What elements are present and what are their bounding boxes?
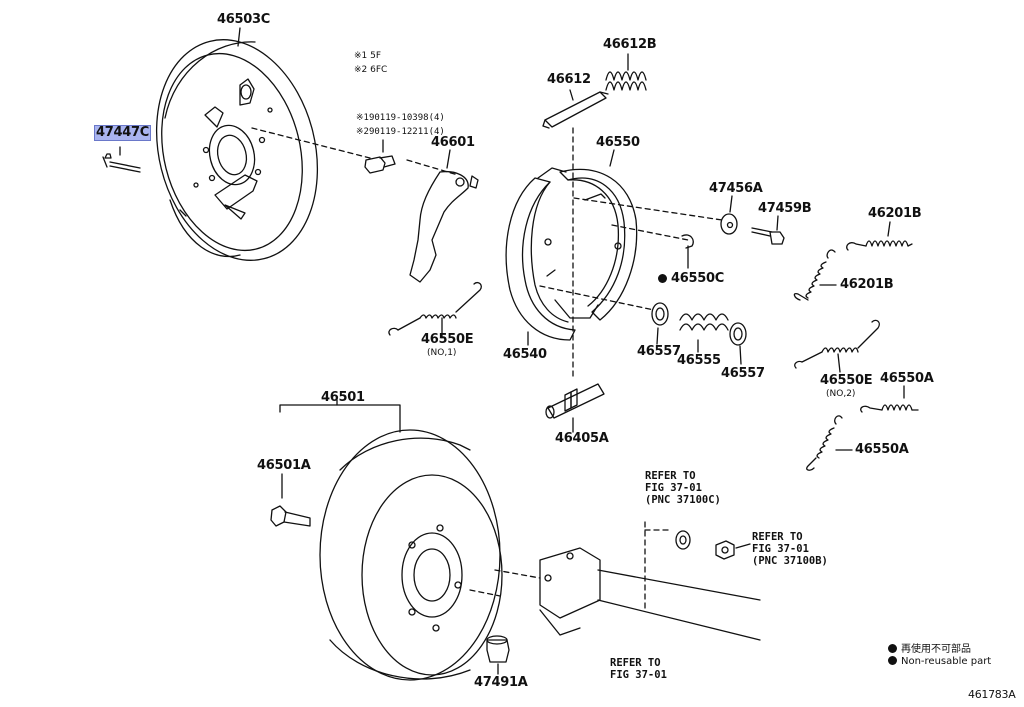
plug-47491A-drawing (486, 635, 510, 675)
bolt-90119-drawing (364, 139, 396, 174)
refer-line: (PNC 37100B) (752, 555, 828, 567)
spring-46550E-2-drawing (794, 319, 880, 373)
bolt-47447C-drawing (102, 146, 141, 173)
nut-37100B-drawing (715, 540, 751, 560)
refer-block-shaft[interactable]: REFER TO FIG 37-01 (610, 657, 667, 681)
refer-block-37100B[interactable]: REFER TO FIG 37-01 (PNC 37100B) (752, 531, 828, 567)
refer-line: REFER TO (645, 470, 696, 482)
part-label-46550C-text: 46550C (671, 271, 724, 286)
spring-46201B-lower-drawing (793, 249, 837, 301)
refer-line: (PNC 37100C) (645, 494, 721, 506)
part-label-46405A[interactable]: 46405A (555, 431, 609, 446)
brake-shoes-drawing (505, 149, 638, 341)
non-reusable-bullet (658, 274, 667, 283)
part-label-47447C[interactable]: 47447C (94, 125, 151, 141)
part-label-46550E-2[interactable]: 46550E (820, 373, 873, 388)
part-label-46550A-lower[interactable]: 46550A (855, 442, 909, 457)
part-label-46540[interactable]: 46540 (503, 347, 547, 362)
legend-bullet-icon (888, 656, 897, 665)
refer-line: REFER TO (610, 657, 661, 669)
part-label-46612[interactable]: 46612 (547, 72, 591, 87)
bolt-note-1[interactable]: ※190119-10398(4) (356, 113, 445, 123)
refer-line: FIG 37-01 (752, 543, 809, 555)
part-label-46201B-lower[interactable]: 46201B (840, 277, 894, 292)
adjuster-46405A-drawing (545, 383, 605, 433)
refer-line: REFER TO (752, 531, 803, 543)
spring-46550A-upper-drawing (860, 385, 919, 413)
part-label-46612B[interactable]: 46612B (603, 37, 657, 52)
parking-lever-drawing (409, 149, 479, 283)
part-label-46557-left[interactable]: 46557 (637, 344, 681, 359)
part-label-46550C[interactable]: 46550C (658, 272, 724, 286)
part-label-47459B[interactable]: 47459B (758, 201, 812, 216)
spring-46555-drawing (679, 313, 729, 353)
pin-47459B-drawing (751, 215, 785, 245)
note-1: ※1 5F (354, 51, 382, 61)
part-label-46501[interactable]: 46501 (321, 390, 365, 405)
hub-bolt-46501A-drawing (270, 505, 311, 527)
part-label-46557-right[interactable]: 46557 (721, 366, 765, 381)
part-label-46601[interactable]: 46601 (431, 135, 475, 150)
refer-block-37100C[interactable]: REFER TO FIG 37-01 (PNC 37100C) (645, 470, 721, 506)
figure-id: 461783A (968, 688, 1016, 701)
legend-jp: 再使用不可部品 (888, 640, 971, 655)
refer-line: FIG 37-01 (645, 482, 702, 494)
cup-46557-right-drawing (729, 322, 747, 365)
part-label-46550[interactable]: 46550 (596, 135, 640, 150)
strut-46612-drawing (542, 89, 609, 129)
nut-37100C-drawing (675, 530, 691, 550)
legend-bullet-icon (888, 644, 897, 653)
part-label-46550E-1[interactable]: 46550E (421, 332, 474, 347)
refer-line: FIG 37-01 (610, 669, 667, 681)
drive-shaft-drawing (469, 547, 761, 641)
brake-drum-drawing (319, 429, 503, 681)
note-2: ※2 6FC (354, 65, 388, 75)
spring-46550E-1-drawing (388, 281, 482, 339)
part-label-46501A[interactable]: 46501A (257, 458, 311, 473)
spring-46201B-upper-drawing (846, 221, 913, 251)
legend-jp-text: 再使用不可部品 (901, 644, 971, 655)
part-label-46201B-upper[interactable]: 46201B (868, 206, 922, 221)
part-sub-46550E-2: (NO,2) (826, 389, 856, 399)
legend-en-text: Non-reusable part (901, 656, 992, 667)
bolt-note-2[interactable]: ※290119-12211(4) (356, 127, 445, 137)
part-label-46503C[interactable]: 46503C (217, 12, 270, 27)
cup-46557-left-drawing (651, 302, 669, 345)
washer-47456A-drawing (720, 195, 738, 235)
part-sub-46550E-1: (NO,1) (427, 348, 457, 358)
part-label-47456A[interactable]: 47456A (709, 181, 763, 196)
part-label-46550A-upper[interactable]: 46550A (880, 371, 934, 386)
part-label-47491A[interactable]: 47491A (474, 675, 528, 690)
clip-46550C-drawing (681, 234, 694, 269)
legend-en: Non-reusable part (888, 656, 991, 667)
part-label-46555[interactable]: 46555 (677, 353, 721, 368)
spring-46550A-lower-drawing (806, 415, 853, 471)
backing-plate-drawing (155, 39, 319, 261)
spring-46612B-drawing (605, 53, 647, 91)
